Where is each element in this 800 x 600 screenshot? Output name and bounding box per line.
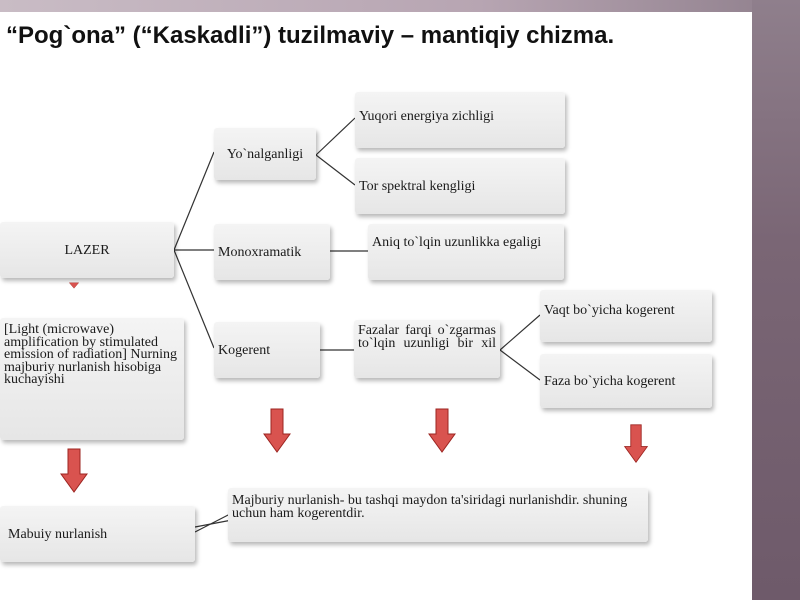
node-faza-kogerent-label: Faza bo`yicha kogerent <box>544 373 676 389</box>
node-mabuiy-label: Mabuiy nurlanish <box>8 526 108 542</box>
node-yonalganligi-label: Yo`nalganligi <box>226 146 304 162</box>
node-lazer-desc-label: [Light (microwave) amplification by stim… <box>4 322 178 387</box>
background-right-band <box>752 0 800 600</box>
node-majburiy-desc-label: Majburiy nurlanish- bu tashqi maydon ta'… <box>232 493 628 521</box>
node-tor-spektral-label: Tor spektral kengligi <box>359 178 476 194</box>
node-yuqori-energiya: Yuqori energiya zichligi <box>355 92 565 148</box>
node-yuqori-energiya-label: Yuqori energiya zichligi <box>359 109 495 124</box>
node-lazer-desc: [Light (microwave) amplification by stim… <box>0 318 184 440</box>
node-monoxramatik-label: Monoxramatik <box>218 244 302 260</box>
background-top-band <box>0 0 800 12</box>
node-aniq-tolqin-label: Aniq to`lqin uzunlikka egaligi <box>372 235 542 250</box>
node-lazer-label: LAZER <box>64 242 110 258</box>
down-arrow-icon <box>428 408 456 453</box>
node-fazalar-farqi: Fazalar farqi o`zgarmas to`lqin uzunligi… <box>354 320 500 378</box>
node-majburiy-desc: Majburiy nurlanish- bu tashqi maydon ta'… <box>228 488 648 542</box>
node-faza-kogerent: Faza bo`yicha kogerent <box>540 354 712 408</box>
down-arrow-icon <box>68 282 80 289</box>
node-aniq-tolqin: Aniq to`lqin uzunlikka egaligi <box>368 224 564 280</box>
node-kogerent: Kogerent <box>214 322 320 378</box>
node-fazalar-farqi-label: Fazalar farqi o`zgarmas to`lqin uzunligi… <box>358 323 496 351</box>
node-monoxramatik: Monoxramatik <box>214 224 330 280</box>
node-tor-spektral: Tor spektral kengligi <box>355 158 565 214</box>
node-vaqt-kogerent: Vaqt bo`yicha kogerent <box>540 290 712 342</box>
down-arrow-icon <box>263 408 291 453</box>
down-arrow-icon <box>623 424 649 464</box>
down-arrow-icon <box>60 448 88 493</box>
slide-title: “Pog`ona” (“Kaskadli”) tuzilmaviy – mant… <box>6 22 615 49</box>
node-lazer: LAZER <box>0 222 174 278</box>
node-yonalganligi: Yo`nalganligi <box>214 128 316 180</box>
node-mabuiy: Mabuiy nurlanish <box>0 506 195 562</box>
node-vaqt-kogerent-label: Vaqt bo`yicha kogerent <box>544 303 675 318</box>
node-kogerent-label: Kogerent <box>218 342 271 358</box>
